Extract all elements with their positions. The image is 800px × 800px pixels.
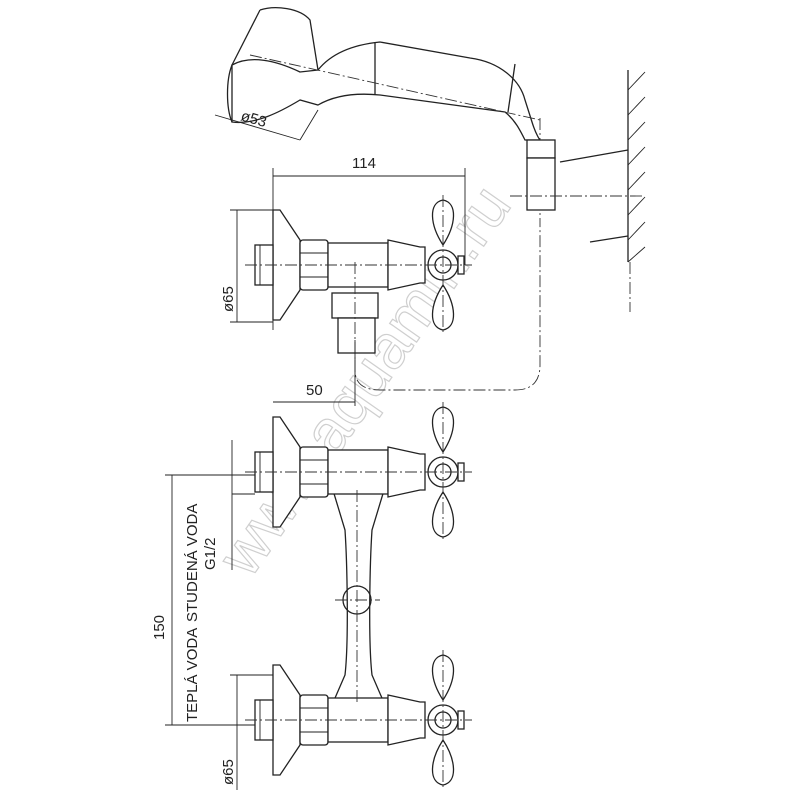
dim-inlet-spacing: 150 STUDENÁ VODA G1/2 TEPLÁ VODA: [151, 440, 255, 726]
dim-label: ø65: [220, 286, 237, 312]
diverter-valve: [244, 194, 541, 391]
cold-water-label: STUDENÁ VODA: [184, 504, 201, 622]
dim-flange-diameter-top: ø65: [220, 209, 273, 323]
dim-label: 50: [306, 382, 323, 399]
hot-water-label: TEPLÁ VODA: [184, 628, 201, 722]
dim-label: 114: [352, 155, 376, 172]
dim-label: ø53: [239, 108, 269, 131]
dim-handshower-diameter: ø53: [214, 108, 319, 141]
dim-label: ø65: [220, 759, 237, 785]
dim-label: 150: [151, 615, 168, 640]
dim-flange-diameter-bottom: ø65: [220, 674, 273, 790]
hand-shower: [226, 7, 542, 220]
wall-mixer: [244, 401, 473, 791]
thread-label: G1/2: [202, 537, 219, 570]
wall-holder: [510, 70, 646, 312]
dim-outlet-offset: 50: [273, 340, 356, 406]
